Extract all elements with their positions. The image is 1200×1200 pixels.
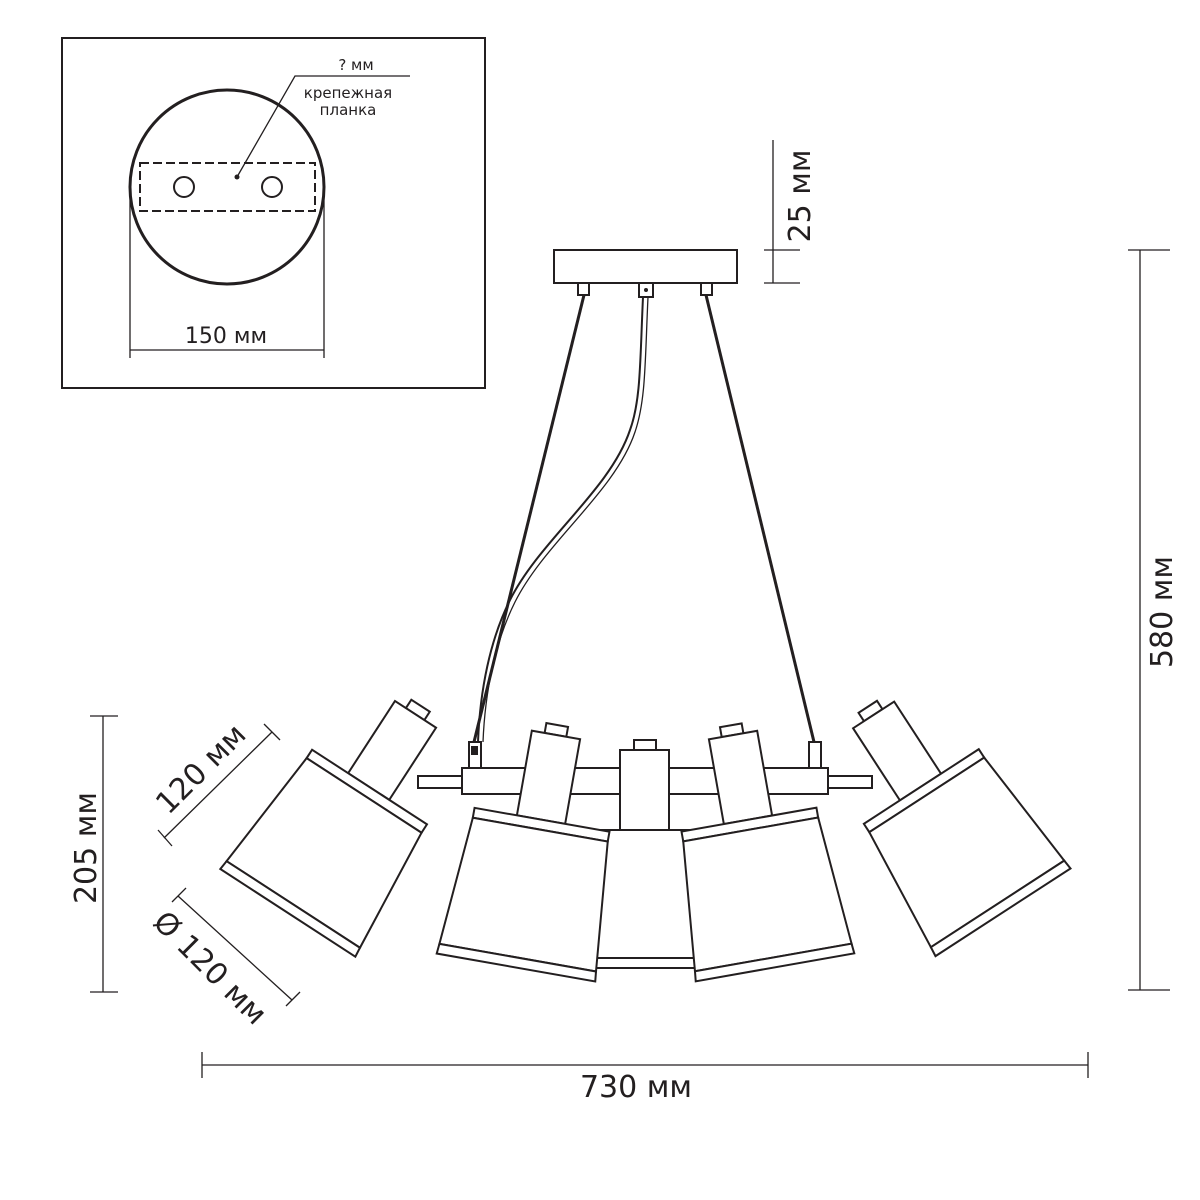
hanger-left-lock	[471, 746, 478, 755]
bracket-label-line1: крепежная	[304, 84, 392, 102]
dim-shade-length-line	[163, 731, 273, 839]
lamp-center	[573, 739, 716, 969]
dim-shade-height: 205 мм	[69, 715, 118, 993]
bar-end-right	[827, 775, 873, 789]
canopy-side-view	[553, 249, 738, 284]
lamp-right-inner	[680, 722, 856, 983]
ceiling-canopy	[553, 249, 738, 298]
lamp-left-inner	[435, 721, 611, 983]
dim-shade-diameter-tick-b	[285, 991, 301, 1007]
suspension-cables	[472, 294, 816, 743]
cable-clamp-right	[700, 282, 713, 296]
canopy-height-label: 25 мм	[783, 150, 818, 243]
bracket-label-line2: планка	[320, 101, 377, 119]
lamp-left-outer	[218, 698, 438, 959]
total-width-label: 730 мм	[580, 1070, 692, 1105]
dim-total-height: 580 мм	[1128, 249, 1180, 991]
shade-length-label: 120 мм	[149, 717, 253, 821]
lamp-right-inner-shade-rim	[693, 942, 856, 983]
dim-shade-length-tick-b	[263, 723, 281, 741]
dim-shade-diameter: Ø 120 мм	[146, 887, 301, 1032]
lamp-center-holder	[619, 749, 670, 831]
lamp-left-outer-shade-rim	[218, 859, 362, 959]
lamp-right-inner-holder	[707, 729, 774, 826]
cable-clamp-left	[577, 282, 590, 296]
shade-height-label: 205 мм	[69, 792, 104, 904]
power-wire-b	[482, 296, 649, 743]
bracket-leader-line	[236, 75, 410, 178]
clamp-center-dot	[644, 288, 648, 292]
power-wire-a	[477, 296, 644, 743]
total-height-label: 580 мм	[1145, 556, 1180, 668]
dim-canopy-height: 25 мм	[764, 140, 818, 284]
dim-total-width: 730 мм	[201, 1052, 1089, 1105]
bar-end-left	[417, 775, 463, 789]
lamp-right-outer-shade-rim	[929, 859, 1072, 958]
shade-diameter-label: Ø 120 мм	[146, 905, 273, 1032]
canopy-diameter-label: 150 мм	[185, 324, 267, 349]
screw-hole-left	[173, 176, 195, 198]
inset-frame	[61, 37, 486, 389]
screw-hole-right	[261, 176, 283, 198]
lamp-left-inner-shade-rim	[435, 942, 598, 983]
lamp-right-outer	[851, 699, 1072, 958]
bar-hanger-right	[808, 741, 822, 769]
dim-shade-diameter-tick-a	[171, 887, 187, 903]
mounting-bracket	[139, 162, 316, 212]
plate-thickness-label: ? мм	[338, 56, 373, 74]
cable-right	[704, 294, 816, 743]
lamp-center-cap	[633, 739, 657, 751]
canopy-top-view-inset: ? мм крепежная планка 150 мм	[61, 37, 486, 389]
lamp-left-inner-holder	[515, 729, 582, 826]
canopy-circle	[128, 88, 326, 286]
dim-shade-length-tick-a	[157, 829, 173, 847]
dim-shade-diameter-line	[177, 895, 293, 1001]
